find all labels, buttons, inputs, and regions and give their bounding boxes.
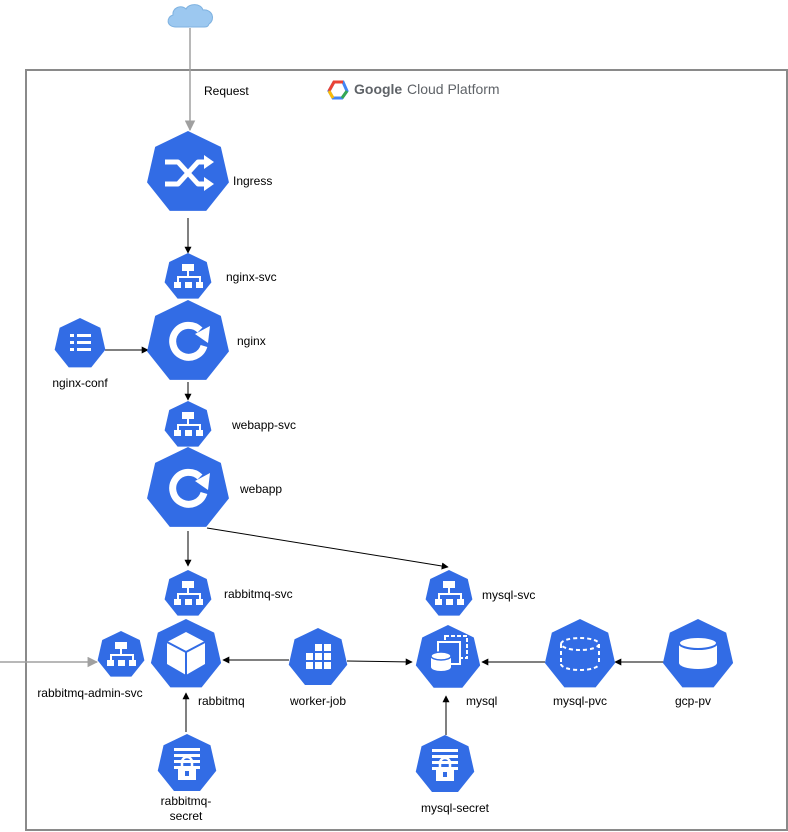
request-label: Request: [204, 84, 249, 98]
cloud-icon: [167, 4, 214, 28]
deployment-icon: [147, 447, 229, 527]
node-nginx-conf: nginx-conf: [52, 318, 108, 390]
node-rabbitmq-secret: rabbitmq- secret: [157, 734, 217, 823]
gcp-title-google: Google: [354, 81, 402, 97]
worker-job-label: worker-job: [289, 694, 346, 708]
node-rabbitmq-svc: rabbitmq-svc: [164, 570, 293, 616]
node-mysql-secret: mysql-secret: [415, 735, 490, 815]
edge-worker-job-mysql: [346, 658, 413, 666]
node-webapp: webapp: [147, 447, 282, 527]
pvc-dashed-cylinder-icon: [544, 619, 616, 688]
mysql-svc-label: mysql-svc: [482, 588, 535, 602]
node-mysql-pvc: mysql-pvc: [544, 619, 616, 708]
node-mysql-svc: mysql-svc: [425, 570, 535, 616]
edge-webapp-mysql-svc: [206, 527, 449, 570]
node-worker-job: worker-job: [288, 628, 348, 708]
mysql-label: mysql: [466, 694, 497, 708]
edges: [0, 218, 665, 735]
webapp-label: webapp: [239, 482, 282, 496]
gcp-title: Google Cloud Platform: [354, 81, 500, 98]
node-nginx: nginx: [147, 300, 266, 380]
rabbitmq-secret-label-line2: secret: [170, 809, 203, 823]
nginx-conf-label: nginx-conf: [52, 376, 108, 390]
node-webapp-svc: webapp-svc: [164, 401, 296, 447]
node-gcp-pv: gcp-pv: [662, 619, 734, 708]
node-nginx-svc: nginx-svc: [164, 253, 277, 299]
gcp-platform-frame: [25, 69, 788, 831]
node-rabbitmq-admin-svc: rabbitmq-admin-svc: [37, 631, 145, 700]
node-mysql: mysql: [415, 625, 497, 708]
mysql-pvc-label: mysql-pvc: [553, 694, 607, 708]
mysql-secret-label: mysql-secret: [421, 801, 490, 815]
nginx-label: nginx: [237, 334, 266, 348]
rabbitmq-svc-label: rabbitmq-svc: [224, 587, 293, 601]
google-cloud-logo-icon: [327, 80, 349, 100]
gcp-title-rest: Cloud Platform: [407, 81, 500, 97]
rabbitmq-admin-svc-label: rabbitmq-admin-svc: [37, 686, 142, 700]
rabbitmq-label: rabbitmq: [198, 694, 245, 708]
webapp-svc-label: webapp-svc: [231, 418, 296, 432]
ingress-label: Ingress: [233, 174, 272, 188]
node-ingress: Ingress: [147, 131, 272, 211]
deployment-icon: [147, 300, 229, 380]
nginx-svc-label: nginx-svc: [226, 270, 277, 284]
rabbitmq-secret-label-line1: rabbitmq-: [161, 794, 212, 808]
node-rabbitmq: rabbitmq: [150, 619, 245, 708]
gcp-pv-label: gcp-pv: [675, 694, 711, 708]
